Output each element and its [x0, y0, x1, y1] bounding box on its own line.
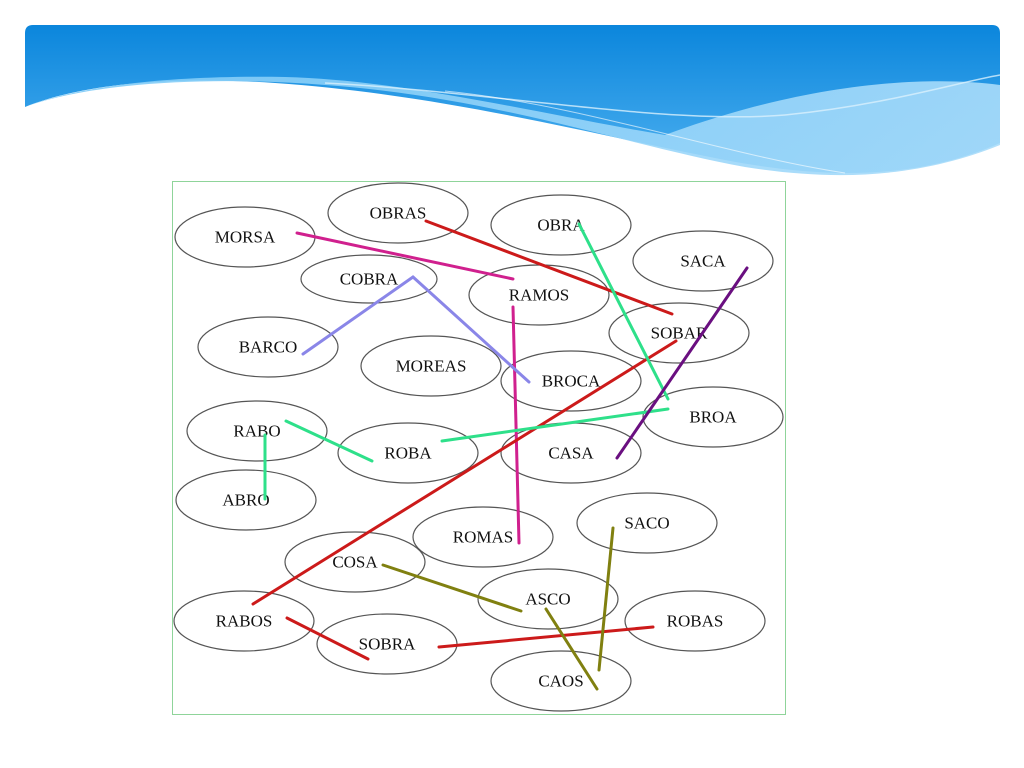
node-label: BROCA [542, 372, 601, 391]
node-label: MOREAS [396, 357, 467, 376]
node-label: ABRO [222, 491, 269, 510]
node-saco: SACO [576, 492, 718, 554]
node-label: RAMOS [509, 286, 569, 305]
node-cobra: COBRA [300, 254, 438, 304]
node-roba: ROBA [337, 422, 479, 484]
node-ellipse [500, 350, 642, 412]
node-ellipse [173, 590, 315, 652]
node-ellipse [175, 469, 317, 531]
node-robas: ROBAS [624, 590, 766, 652]
node-sobra: SOBRA [316, 613, 458, 675]
node-ellipse [624, 590, 766, 652]
node-ellipse [490, 194, 632, 256]
node-label: BARCO [239, 338, 298, 357]
edge-broa-roba [440, 407, 670, 443]
node-ellipse [360, 335, 502, 397]
edge-ramos-romas [511, 305, 521, 545]
edge-saca-casa [615, 266, 749, 460]
edge-rabos-sobra [285, 616, 370, 661]
node-label: BROA [689, 408, 737, 427]
node-label: CASA [548, 444, 594, 463]
node-ellipse [300, 254, 438, 304]
node-caos: CAOS [490, 650, 632, 712]
node-label: OBRA [537, 216, 585, 235]
node-label: ROMAS [453, 528, 513, 547]
slide-header-wave [25, 25, 1001, 185]
node-label: MORSA [215, 228, 276, 247]
node-label: SACA [680, 252, 726, 271]
node-label: OBRAS [370, 204, 427, 223]
node-abro: ABRO [175, 469, 317, 531]
edge-cosa-asco [381, 563, 523, 613]
edges-layer [251, 219, 749, 691]
edge-caos-saco [597, 526, 615, 672]
node-sobar: SOBAR [608, 302, 750, 364]
node-label: SACO [624, 514, 669, 533]
node-ellipse [337, 422, 479, 484]
node-ellipse [477, 568, 619, 630]
word-graph: MORSAOBRASOBRASACACOBRARAMOSSOBARBARCOMO… [173, 182, 784, 712]
edge-asco-caos [544, 607, 599, 691]
edge-sobar-rabos [251, 339, 678, 606]
nodes-layer: MORSAOBRASOBRASACACOBRARAMOSSOBARBARCOMO… [173, 182, 784, 712]
edge-roba-rabo [284, 419, 374, 463]
node-ellipse [642, 386, 784, 448]
node-label: SOBAR [651, 324, 708, 343]
node-rabo: RABO [186, 400, 328, 462]
node-romas: ROMAS [412, 506, 554, 568]
node-label: ASCO [525, 590, 570, 609]
node-obra: OBRA [490, 194, 632, 256]
node-ellipse [197, 316, 339, 378]
node-cosa: COSA [284, 531, 426, 593]
node-moreas: MOREAS [360, 335, 502, 397]
node-broa: BROA [642, 386, 784, 448]
node-label: ROBAS [667, 612, 724, 631]
node-barco: BARCO [197, 316, 339, 378]
edge-cobra-barco [301, 275, 415, 356]
node-label: SOBRA [359, 635, 416, 654]
node-asco: ASCO [477, 568, 619, 630]
node-label: COBRA [340, 270, 399, 289]
node-ellipse [284, 531, 426, 593]
node-label: COSA [332, 553, 378, 572]
node-ellipse [327, 182, 469, 244]
node-ellipse [490, 650, 632, 712]
edge-obra-broa [577, 222, 670, 401]
node-broca: BROCA [500, 350, 642, 412]
node-ellipse [632, 230, 774, 292]
edge-cobra-broca [411, 275, 531, 384]
edge-morsa-ramos [295, 231, 515, 281]
node-label: RABOS [216, 612, 273, 631]
node-saca: SACA [632, 230, 774, 292]
node-label: RABO [233, 422, 280, 441]
edge-sobra-robas [437, 625, 655, 649]
node-label: CAOS [538, 672, 583, 691]
node-ellipse [186, 400, 328, 462]
wave-banner [25, 25, 1001, 176]
node-rabos: RABOS [173, 590, 315, 652]
node-label: ROBA [384, 444, 432, 463]
edge-obras-sobar [424, 219, 674, 316]
node-ramos: RAMOS [468, 264, 610, 326]
node-morsa: MORSA [174, 206, 316, 268]
node-obras: OBRAS [327, 182, 469, 244]
